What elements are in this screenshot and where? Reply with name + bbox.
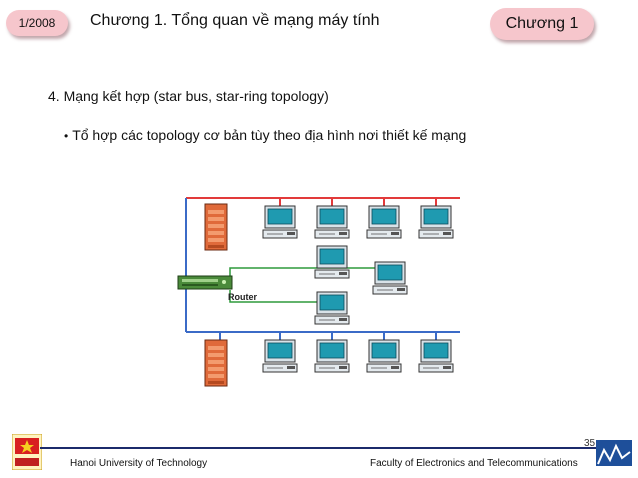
server-icon	[204, 339, 228, 387]
university-logo-icon	[12, 434, 42, 470]
footer-university: Hanoi University of Technology	[70, 458, 208, 469]
computer-icon	[418, 339, 454, 373]
router-label: Router	[228, 292, 257, 302]
server-icon	[204, 203, 228, 251]
computer-icon	[366, 205, 402, 239]
router-icon	[177, 275, 233, 290]
chapter-badge: Chương 1	[490, 8, 594, 40]
section-heading: 4. Mạng kết hợp (star bus, star-ring top…	[48, 88, 329, 104]
computer-icon	[314, 205, 350, 239]
bullet-text: Tổ hợp các topology cơ bản tùy theo địa …	[72, 127, 467, 143]
computer-icon	[372, 261, 408, 295]
star-link-right	[229, 267, 390, 277]
computer-icon	[262, 205, 298, 239]
computer-icon	[366, 339, 402, 373]
faculty-logo-icon	[596, 440, 632, 472]
date-badge: 1/2008	[6, 10, 68, 36]
footer-faculty: Faculty of Electronics and Telecommunica…	[370, 458, 578, 469]
computer-icon	[418, 205, 454, 239]
computer-icon	[314, 245, 350, 279]
bullet-item: •Tổ hợp các topology cơ bản tùy theo địa…	[64, 127, 466, 143]
footer-divider	[40, 447, 600, 449]
computer-icon	[262, 339, 298, 373]
slide-title: Chương 1. Tổng quan về mạng máy tính	[90, 12, 380, 29]
computer-icon	[314, 339, 350, 373]
page-number: 35	[584, 438, 596, 449]
bullet-dot-icon: •	[64, 129, 69, 143]
network-diagram: Router	[177, 197, 460, 387]
computer-icon	[314, 291, 350, 325]
